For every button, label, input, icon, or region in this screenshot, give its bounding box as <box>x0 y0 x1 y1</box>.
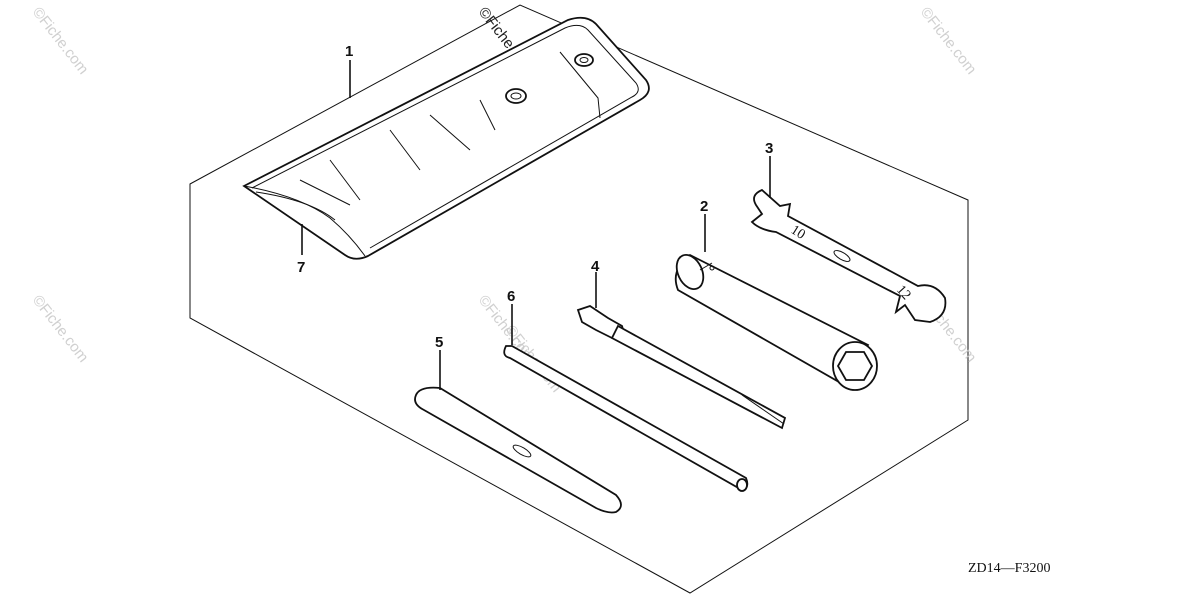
callout-6: 6 <box>507 288 515 305</box>
tool-bag <box>242 16 650 260</box>
watermark-top-left: ©Fiche.com <box>29 4 92 78</box>
callout-2: 2 <box>700 198 708 215</box>
screwdriver <box>576 305 787 430</box>
callouts: 1 2 3 4 5 6 7 <box>297 43 773 351</box>
callout-4: 4 <box>591 258 600 275</box>
callout-7: 7 <box>297 259 305 276</box>
socket-wrench <box>674 253 878 391</box>
callout-3: 3 <box>765 140 773 157</box>
callout-1: 1 <box>345 43 353 60</box>
watermark-top-right: ©Fiche.com <box>917 4 980 78</box>
frame-outline <box>189 4 969 594</box>
wrench-size-left: 10 <box>788 223 808 243</box>
diagram-code: ZD14—F3200 <box>968 561 1050 576</box>
watermark-mid-left: ©Fiche.com <box>29 292 92 366</box>
rod-handle <box>503 345 749 492</box>
leader-lines <box>301 60 771 390</box>
flat-blade <box>414 386 622 514</box>
open-end-wrench: 10 12 <box>750 188 947 323</box>
callout-5: 5 <box>435 334 443 351</box>
